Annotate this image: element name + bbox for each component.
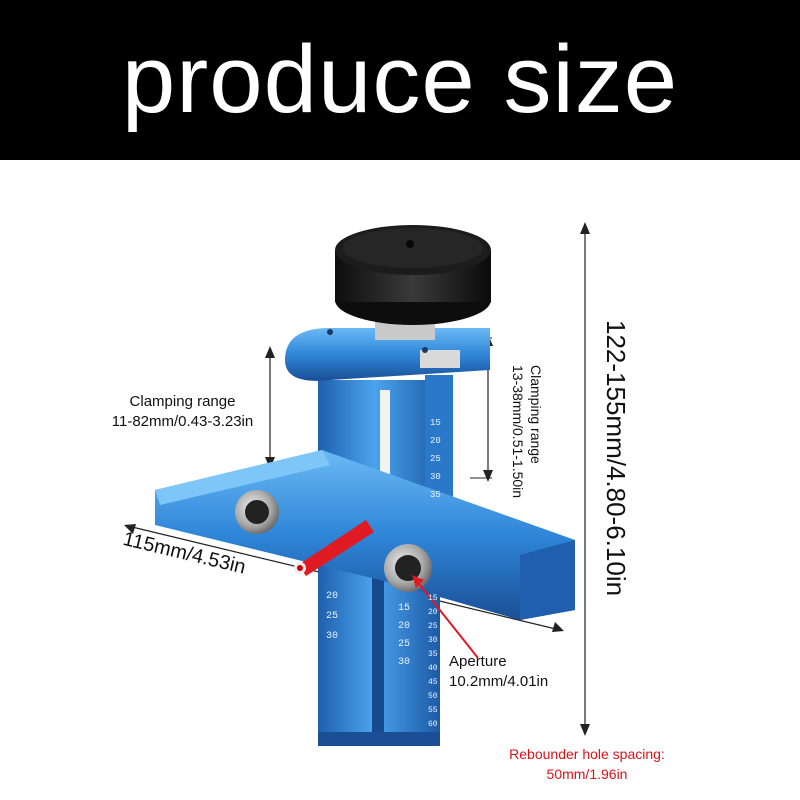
title-banner: produce size (0, 0, 800, 160)
banner-title: produce size (121, 26, 679, 133)
spacing-title: Rebounder hole spacing: (509, 746, 665, 762)
left-clamp-label: Clamping range 11-82mm/0.43-3.23in (95, 392, 270, 432)
red-lever (294, 520, 374, 576)
height-range-label: 122-155mm/4.80-6.10in (601, 320, 631, 597)
lower-right-scale-mark: 15 (428, 594, 438, 603)
lower-left-scale-mark: 25 (326, 611, 338, 622)
spacing-label: Rebounder hole spacing: 50mm/1.96in (472, 744, 702, 784)
knob (335, 225, 491, 340)
left-clamp-title: Clamping range (129, 393, 236, 410)
lower-right-scale-mark: 30 (428, 636, 438, 645)
lower-mid-scale: 15 20 25 30 (398, 603, 410, 668)
upper-scale-mark: 35 (430, 490, 441, 500)
upper-scale-mark: 25 (430, 454, 441, 464)
lower-right-scale-mark: 40 (428, 664, 438, 673)
left-clamp-value: 11-82mm/0.43-3.23in (111, 413, 254, 430)
lower-left-scale-mark: 20 (326, 591, 338, 602)
right-clamp-title: Clamping range (528, 365, 544, 464)
aperture-title: Aperture (449, 653, 507, 670)
lower-mid-scale-mark: 30 (398, 657, 410, 668)
lower-right-scale-mark: 35 (428, 650, 438, 659)
lower-right-scale-mark: 50 (428, 692, 438, 701)
left-hex-nut (235, 490, 279, 534)
lower-right-scale-mark: 25 (428, 622, 438, 631)
upper-scale-mark: 15 (430, 418, 441, 428)
height-dimension-line (580, 222, 590, 736)
right-clamp-label: Clamping range 13-38mm/0.51-1.50in (509, 365, 545, 498)
lower-left-scale-mark: 30 (326, 631, 338, 642)
aperture-value: 10.2mm/4.01in (449, 673, 549, 690)
lower-mid-scale-mark: 20 (398, 621, 410, 632)
top-plate (285, 328, 490, 381)
product-diagram: 15 20 25 30 35 20 25 30 15 20 25 30 15 2… (0, 160, 800, 800)
mid-hex-nut (384, 544, 432, 592)
upper-scale-mark: 30 (430, 472, 441, 482)
upper-scale: 15 20 25 30 35 (430, 418, 441, 500)
lower-right-scale: 15 20 25 30 35 40 45 50 55 60 (428, 594, 438, 729)
right-clamp-value: 13-38mm/0.51-1.50in (510, 365, 526, 499)
lower-left-scale: 20 25 30 (326, 591, 338, 642)
product-illustration: 15 20 25 30 35 20 25 30 15 20 25 30 15 2… (124, 222, 590, 746)
spacing-value: 50mm/1.96in (546, 766, 628, 782)
lower-mid-scale-mark: 15 (398, 603, 410, 614)
lower-right-scale-mark: 20 (428, 608, 438, 617)
lower-rail (318, 560, 440, 746)
aperture-label: Aperture 10.2mm/4.01in (449, 652, 548, 692)
upper-scale-mark: 20 (430, 436, 441, 446)
lower-mid-scale-mark: 25 (398, 639, 410, 650)
aperture-pointer (412, 575, 479, 659)
lower-right-scale-mark: 45 (428, 678, 438, 687)
lower-right-scale-mark: 55 (428, 706, 438, 715)
lower-right-scale-mark: 60 (428, 720, 438, 729)
